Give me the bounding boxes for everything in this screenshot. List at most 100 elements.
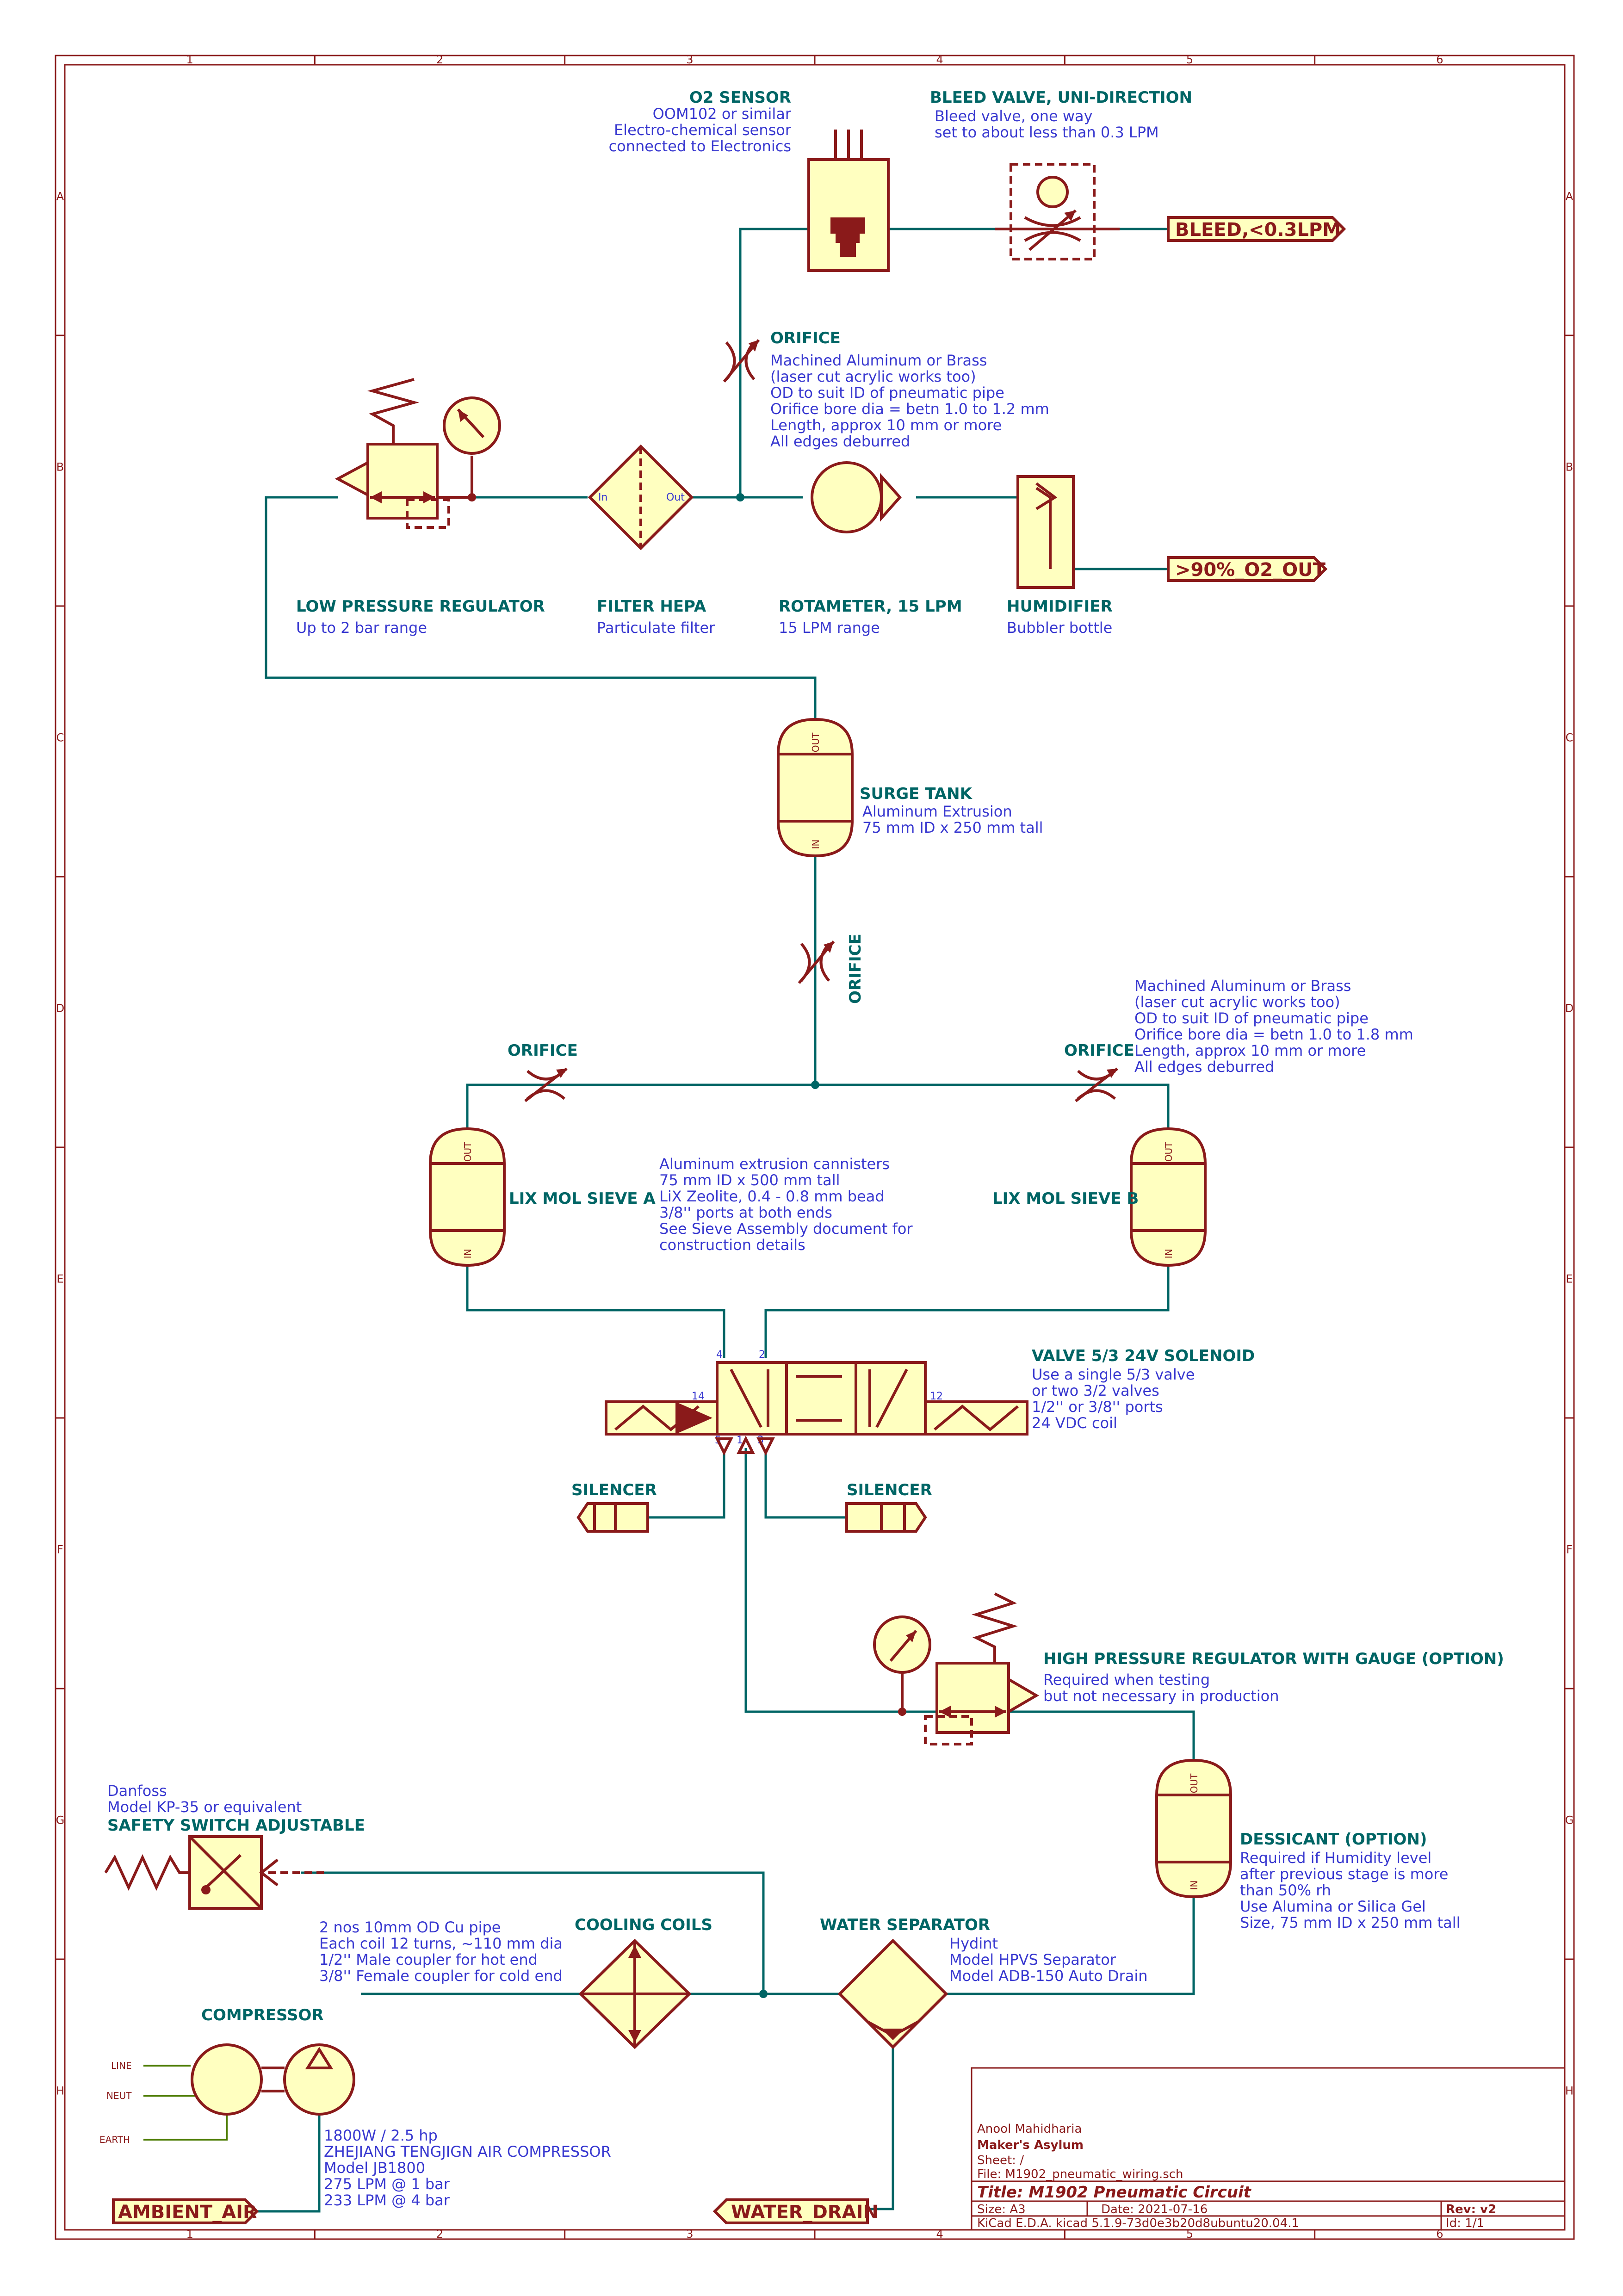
bleed-valve-title: BLEED VALVE, UNI-DIRECTION (930, 88, 1192, 107)
surge-tank[interactable]: OUT IN (777, 718, 854, 858)
solenoid-valve-5-3[interactable]: 4 2 14 12 5 1 3 (605, 1349, 1028, 1456)
sieve-note-line-1: Aluminum extrusion cannisters (659, 1155, 890, 1173)
surge-tank-title: SURGE TANK (860, 785, 973, 803)
compressor-title: COMPRESSOR (201, 2006, 324, 2024)
dessicant-title: DESSICANT (OPTION) (1240, 1830, 1427, 1849)
cooling-coils-line-1: 2 nos 10mm OD Cu pipe (319, 1918, 501, 1936)
frame-col-label: 5 (1186, 53, 1193, 66)
surge-tank-pin-in: IN (810, 840, 821, 849)
valve-label: VALVE 5/3 24V SOLENOID Use a single 5/3 … (1032, 1347, 1255, 1432)
cooling-coils-line-3: 1/2'' Male coupler for hot end (319, 1951, 538, 1968)
sieve-note-line-6: construction details (659, 1236, 805, 1254)
humidifier[interactable] (1016, 475, 1075, 589)
low-pressure-regulator-line-1: Up to 2 bar range (296, 619, 427, 637)
rotameter[interactable] (811, 461, 902, 533)
frame-col-label: 3 (686, 53, 693, 66)
compressor[interactable]: LINE NEUT EARTH (99, 2043, 355, 2145)
valve-pin-2: 2 (759, 1349, 765, 1361)
frame-col-label: 1 (186, 53, 193, 66)
filter-pin-out: Out (666, 492, 685, 503)
port-bleed-label: BLEED,<0.3LPM (1175, 219, 1341, 241)
o2-sensor-line-1: OOM102 or similar (653, 105, 792, 123)
dessicant-tank[interactable]: OUT IN (1155, 1758, 1232, 1899)
orifice-mid[interactable] (798, 941, 835, 984)
frame-col-label: 1 (186, 2228, 193, 2240)
orifice-top-title: ORIFICE (770, 329, 841, 347)
water-separator[interactable] (837, 1938, 948, 2049)
low-pressure-regulator[interactable] (335, 378, 501, 529)
frame-col-label: 2 (436, 2228, 443, 2240)
surge-tank-line-1: Aluminum Extrusion (862, 803, 1012, 820)
filter-pin-in: In (598, 492, 607, 503)
port-o2-out-label: >90%_O2_OUT (1175, 559, 1326, 581)
port-ambient-air[interactable]: AMBIENT_AIR (112, 2198, 259, 2224)
orifice-b[interactable] (1075, 1067, 1118, 1102)
safety-switch-line-2: Model KP-35 or equivalent (107, 1798, 302, 1816)
high-pressure-regulator[interactable] (873, 1592, 1039, 1745)
port-water-drain[interactable]: WATER_DRAIN (712, 2198, 879, 2224)
tb-company: Maker's Asylum (977, 2138, 1084, 2152)
frame-col-label: 6 (1436, 53, 1443, 66)
frame-row-label: A (56, 190, 64, 203)
port-ambient-air-label: AMBIENT_AIR (118, 2202, 257, 2223)
sieve-b[interactable]: OUT IN (1130, 1127, 1207, 1267)
tb-id: Id: 1/1 (1446, 2216, 1484, 2230)
silencer-right-title: SILENCER (847, 1481, 932, 1499)
orifice-top-line-3: OD to suit ID of pneumatic pipe (770, 384, 1004, 402)
orifice-top-line-2: (laser cut acrylic works too) (770, 368, 976, 385)
bleed-valve-label: BLEED VALVE, UNI-DIRECTION Bleed valve, … (930, 88, 1192, 141)
orifice-mid-title: ORIFICE (846, 934, 865, 1004)
orifice-b-note: Machined Aluminum or Brass (laser cut ac… (1134, 977, 1413, 1076)
orifice-top[interactable] (723, 339, 760, 383)
frame-col-label: 5 (1186, 2228, 1193, 2240)
o2-sensor[interactable] (807, 130, 890, 272)
dessicant-pin-in: IN (1189, 1881, 1200, 1890)
o2-sensor-label: O2 SENSOR OOM102 or similar Electro-chem… (609, 88, 792, 155)
bleed-valve[interactable] (995, 163, 1120, 260)
bleed-valve-line-2: set to about less than 0.3 LPM (935, 124, 1159, 141)
orifice-top-line-6: All edges deburred (770, 433, 910, 450)
sieve-note-line-4: 3/8'' ports at both ends (659, 1204, 832, 1221)
cooling-coils[interactable] (578, 1938, 692, 2049)
frame-row-label: H (1565, 2085, 1573, 2098)
orifice-top-line-1: Machined Aluminum or Brass (770, 352, 987, 369)
silencer-left[interactable] (576, 1502, 649, 1533)
filter-hepa[interactable]: In Out (588, 444, 694, 551)
frame-row-label: G (56, 1814, 65, 1827)
sieve-a-title: LIX MOL SIEVE A (509, 1189, 656, 1208)
dessicant-line-2: after previous stage is more (1240, 1865, 1448, 1883)
frame-col-label: 3 (686, 2228, 693, 2240)
tb-date: Date: 2021-07-16 (1101, 2203, 1208, 2216)
tb-title: Title: M1902 Pneumatic Circuit (977, 2183, 1252, 2202)
frame-row-label: B (1566, 461, 1573, 474)
frame-col-label: 4 (936, 2228, 943, 2240)
port-bleed[interactable]: BLEED,<0.3LPM (1167, 216, 1346, 242)
o2-sensor-title: O2 SENSOR (689, 88, 791, 107)
filter-hepa-title: FILTER HEPA (597, 597, 706, 616)
dessicant-pin-out: OUT (1189, 1773, 1200, 1793)
orifice-b-line-4: Orifice bore dia = betn 1.0 to 1.8 mm (1134, 1026, 1413, 1043)
compressor-line-1: 1800W / 2.5 hp (324, 2127, 438, 2144)
water-separator-label: WATER SEPARATOR Hydint Model HPVS Separa… (820, 1916, 1148, 1985)
dessicant-line-5: Size, 75 mm ID x 250 mm tall (1240, 1914, 1461, 1931)
frame-row-label: F (57, 1543, 63, 1556)
water-separator-line-1: Hydint (949, 1935, 998, 1952)
orifice-b-line-1: Machined Aluminum or Brass (1134, 977, 1351, 995)
safety-switch-label: Danfoss Model KP-35 or equivalent SAFETY… (107, 1782, 365, 1835)
valve-pin-14: 14 (692, 1391, 705, 1402)
o2-sensor-line-3: connected to Electronics (609, 137, 791, 155)
orifice-a[interactable] (524, 1067, 568, 1102)
frame-row-label: C (1566, 731, 1573, 744)
cooling-coils-line-4: 3/8'' Female coupler for cold end (319, 1967, 563, 1985)
silencer-right[interactable] (845, 1502, 927, 1533)
dessicant-line-4: Use Alumina or Silica Gel (1240, 1898, 1426, 1915)
port-o2-out[interactable]: >90%_O2_OUT (1167, 556, 1328, 582)
rotameter-line-1: 15 LPM range (779, 619, 880, 637)
orifice-b-line-5: Length, approx 10 mm or more (1134, 1042, 1366, 1059)
sieve-note-line-5: See Sieve Assembly document for (659, 1220, 913, 1238)
sieve-a[interactable]: OUT IN (429, 1127, 506, 1267)
orifice-b-line-6: All edges deburred (1134, 1058, 1274, 1076)
safety-switch[interactable] (104, 1835, 324, 1910)
